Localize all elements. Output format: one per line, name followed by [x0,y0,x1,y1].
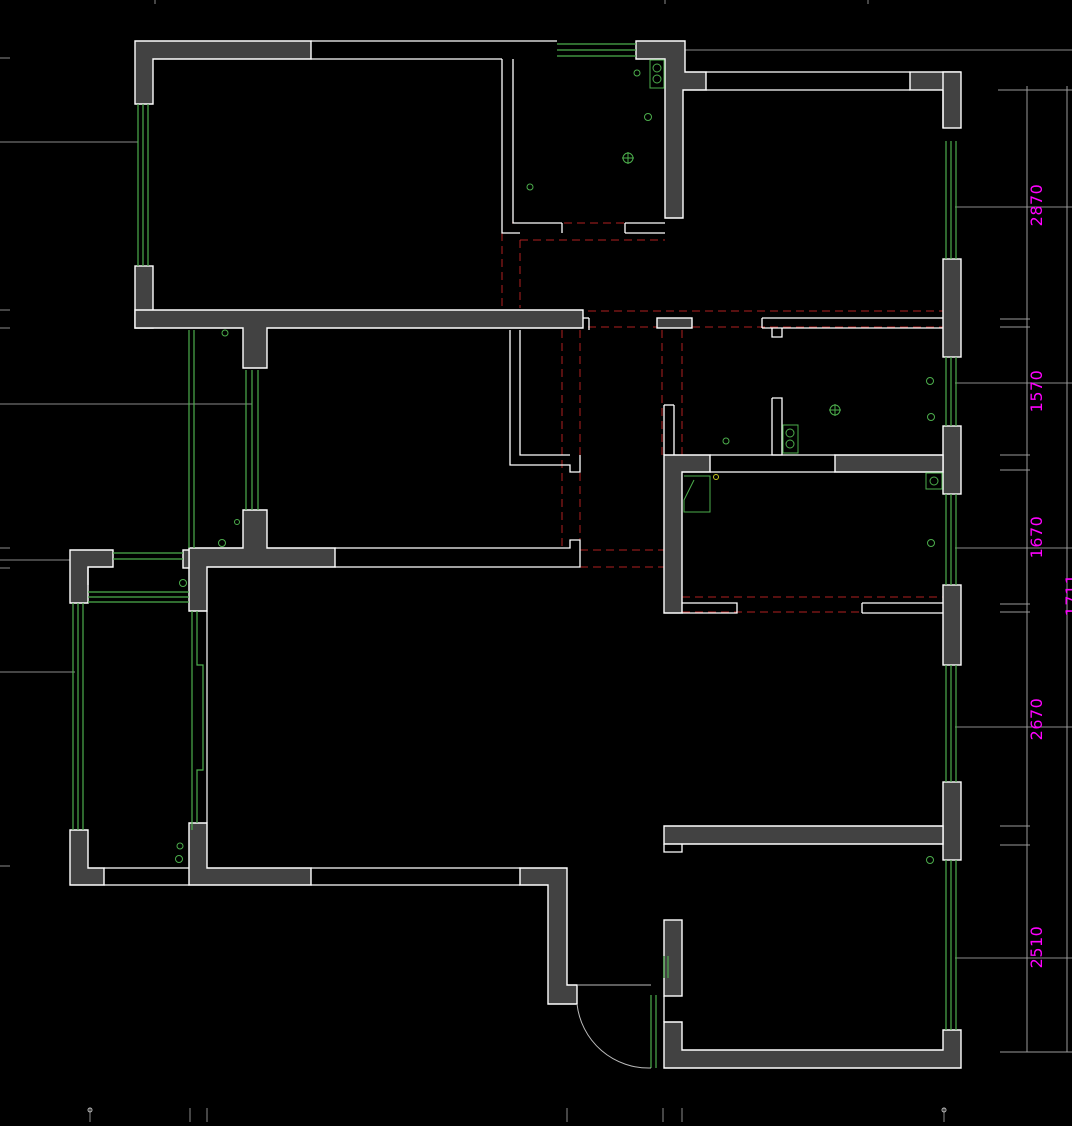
door-swing-icon [576,984,652,1069]
floor-drain-icon [644,113,652,121]
windows [72,43,957,1068]
wall-right-lower [942,781,962,861]
floor-drain-icon [179,579,187,587]
toilet-symbol-icon [649,59,665,89]
sink-symbol-icon [683,472,943,513]
wall-right-bath [942,425,962,495]
floor-drain-icon [234,519,240,525]
floor-drain-icon [176,842,184,850]
wall-door-post [663,919,683,997]
grid-markers [87,1107,947,1113]
wall-right-top-stub [942,71,962,129]
dimension-label-1[interactable]: 2870 [1027,184,1046,227]
wall-bedroom-divider [663,825,944,845]
floor-drain-icon [926,377,934,385]
floor-drain-icon [722,437,730,445]
dimension-chain-right: 2870 1570 1670 2670 2510 1711 [998,86,1072,1053]
floor-drain-icon [221,329,229,337]
wall-mid-left-tee [188,509,336,612]
dimension-label-5[interactable]: 2510 [1027,926,1046,969]
floor-drain-icon [526,183,534,191]
floor-drain-icon [633,69,641,77]
dimension-label-4[interactable]: 2670 [1027,698,1046,741]
wall-right-upper [942,258,962,358]
floor-drain-icon [218,539,226,547]
floor-drain-icon [926,856,934,864]
floor-drain-icon [713,474,719,480]
floor-drain-icon [829,404,841,416]
walls [69,40,962,1069]
dimension-label-overall[interactable]: 1711 [1062,574,1072,617]
wall-balcony-top-right-stub [182,549,190,569]
wall-right-mid [942,584,962,666]
floor-drain-icon [622,152,634,164]
wall-bottom-right-bedroom [663,1021,962,1069]
wall-horizontal-middle [134,309,584,369]
dimension-label-2[interactable]: 1570 [1027,370,1046,413]
floor-drain-icon [927,539,935,547]
fixtures [175,59,943,864]
hidden-lines [501,222,944,613]
wall-top-right-junction [635,40,707,219]
wall-bath-top [834,454,944,473]
partition-lines [87,40,944,1022]
dimension-label-3[interactable]: 1670 [1027,516,1046,559]
toilet-symbol-icon [782,424,799,454]
floor-drain-icon [927,413,935,421]
floor-drain-icon [175,855,183,863]
wall-small-post [656,317,693,329]
